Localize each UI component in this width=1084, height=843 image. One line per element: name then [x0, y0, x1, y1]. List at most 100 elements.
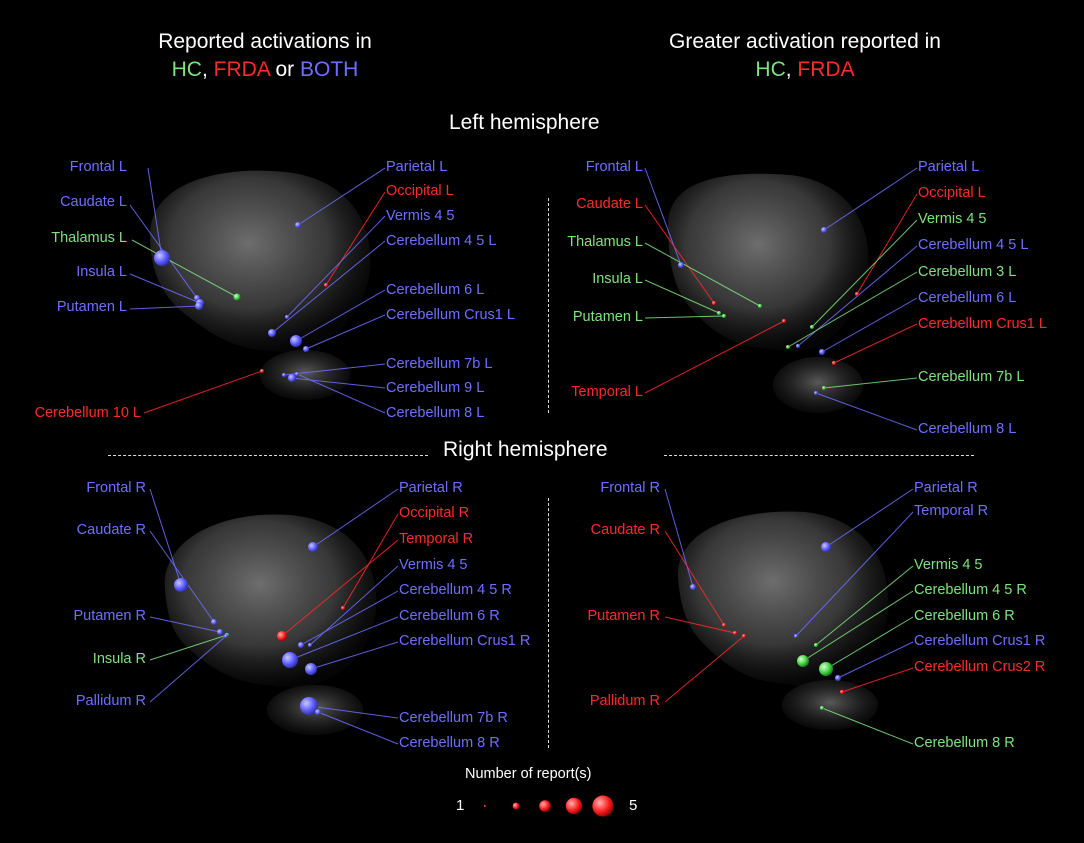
- label-cerebellum-4-5-r: Cerebellum 4 5 R: [399, 582, 512, 598]
- leader-line: [644, 204, 715, 304]
- leader-line: [856, 193, 918, 295]
- activation-marker: [822, 386, 826, 390]
- right-column-header: Greater activation reported in HC, FRDA: [620, 28, 990, 84]
- label-cerebellum-crus1-l: Cerebellum Crus1 L: [918, 316, 1047, 332]
- right-header-title: Greater activation reported in: [669, 30, 941, 53]
- label-cerebellum-6-r: Cerebellum 6 R: [914, 608, 1015, 624]
- label-cerebellum-crus2-r: Cerebellum Crus2 R: [914, 659, 1046, 675]
- activation-marker: [277, 631, 287, 641]
- label-temporal-l: Temporal L: [571, 384, 643, 400]
- label-vermis-4-5: Vermis 4 5: [386, 208, 455, 224]
- activation-marker: [285, 315, 289, 319]
- leader-line: [644, 279, 720, 314]
- activation-marker: [712, 301, 716, 305]
- label-caudate-l: Caudate L: [576, 196, 643, 212]
- leader-line: [821, 707, 914, 745]
- leader-line: [295, 289, 386, 342]
- section-divider-right: [664, 455, 974, 456]
- panel-divider-bottom: [548, 498, 549, 748]
- leader-line: [825, 616, 914, 670]
- label-cerebellum-8-l: Cerebellum 8 L: [386, 405, 485, 421]
- label-thalamus-l: Thalamus L: [567, 234, 643, 250]
- legend-marker-1: [484, 805, 486, 807]
- activation-marker: [717, 311, 721, 315]
- activation-marker: [819, 662, 833, 676]
- leader-line: [664, 530, 725, 626]
- right-header-frda: FRDA: [797, 58, 855, 81]
- leader-line: [342, 513, 399, 609]
- activation-marker: [268, 329, 276, 337]
- activation-marker: [217, 629, 223, 635]
- label-insula-r: Insula R: [92, 651, 146, 667]
- activation-marker: [832, 361, 836, 365]
- leader-line: [664, 635, 745, 703]
- label-cerebellum-8-r: Cerebellum 8 R: [914, 735, 1015, 751]
- label-vermis-4-5: Vermis 4 5: [914, 557, 983, 573]
- brain-bottom-right: [677, 511, 889, 730]
- leader-line: [308, 705, 399, 719]
- label-cerebellum-6-l: Cerebellum 6 L: [918, 290, 1017, 306]
- label-pallidum-r: Pallidum R: [589, 693, 660, 709]
- legend-min-label: 1: [456, 797, 465, 814]
- activation-marker: [288, 374, 296, 382]
- leader-line: [149, 616, 221, 633]
- leader-line: [787, 271, 918, 348]
- label-caudate-l: Caudate L: [60, 194, 127, 210]
- activation-marker: [819, 349, 825, 355]
- label-frontal-r: Frontal R: [600, 480, 660, 496]
- label-cerebellum-8-l: Cerebellum 8 L: [918, 421, 1017, 437]
- activation-marker: [796, 344, 800, 348]
- label-cerebellum-10-l: Cerebellum 10 L: [34, 405, 141, 421]
- right-header-hc: HC: [755, 58, 786, 81]
- activation-marker: [300, 697, 318, 715]
- leader-line: [143, 370, 263, 414]
- activation-marker: [835, 675, 841, 681]
- label-thalamus-l: Thalamus L: [51, 230, 127, 246]
- leader-line: [149, 530, 215, 623]
- activation-marker: [722, 314, 726, 318]
- legend-marker-4: [565, 797, 583, 815]
- leader-line: [149, 634, 228, 661]
- label-parietal-l: Parietal L: [918, 159, 980, 175]
- leader-line: [305, 314, 386, 350]
- brain-bottom-left: [164, 514, 377, 735]
- left-header-hc: HC: [171, 58, 202, 81]
- leader-line: [291, 377, 386, 389]
- activation-marker: [840, 690, 844, 694]
- label-cerebellum-6-l: Cerebellum 6 L: [386, 282, 485, 298]
- legend-size-markers: [484, 795, 614, 817]
- leader-line: [281, 539, 399, 637]
- label-cerebellum-7b-l: Cerebellum 7b L: [918, 369, 1025, 385]
- label-occipital-l: Occipital L: [386, 183, 454, 199]
- left-column-header: Reported activations in HC, FRDA or BOTH: [110, 28, 420, 84]
- activation-marker: [308, 643, 312, 647]
- leader-line: [821, 297, 918, 353]
- leader-line: [644, 320, 785, 394]
- activation-marker: [295, 222, 301, 228]
- label-vermis-4-5: Vermis 4 5: [399, 557, 468, 573]
- label-cerebellum-8-r: Cerebellum 8 R: [399, 735, 500, 751]
- activation-marker: [233, 293, 241, 301]
- leader-line: [286, 215, 386, 318]
- label-frontal-l: Frontal L: [585, 159, 643, 175]
- legend-max-label: 5: [629, 797, 638, 814]
- left-header-or: or: [269, 58, 301, 81]
- leader-line: [325, 191, 386, 286]
- right-hemisphere-title: Right hemisphere: [443, 438, 608, 461]
- activation-marker: [797, 655, 809, 667]
- label-putamen-l: Putamen L: [572, 309, 643, 325]
- activation-marker: [341, 606, 345, 610]
- activation-marker: [742, 634, 746, 638]
- label-putamen-l: Putamen L: [56, 299, 127, 315]
- label-putamen-r: Putamen R: [587, 608, 660, 624]
- leader-line: [644, 242, 761, 307]
- leader-line: [129, 305, 200, 310]
- activation-marker: [224, 634, 228, 638]
- label-frontal-l: Frontal L: [69, 159, 127, 175]
- activation-marker: [324, 283, 328, 287]
- leader-line: [823, 167, 918, 231]
- leader-line: [310, 641, 399, 670]
- label-pallidum-r: Pallidum R: [75, 693, 146, 709]
- leader-line: [283, 363, 386, 376]
